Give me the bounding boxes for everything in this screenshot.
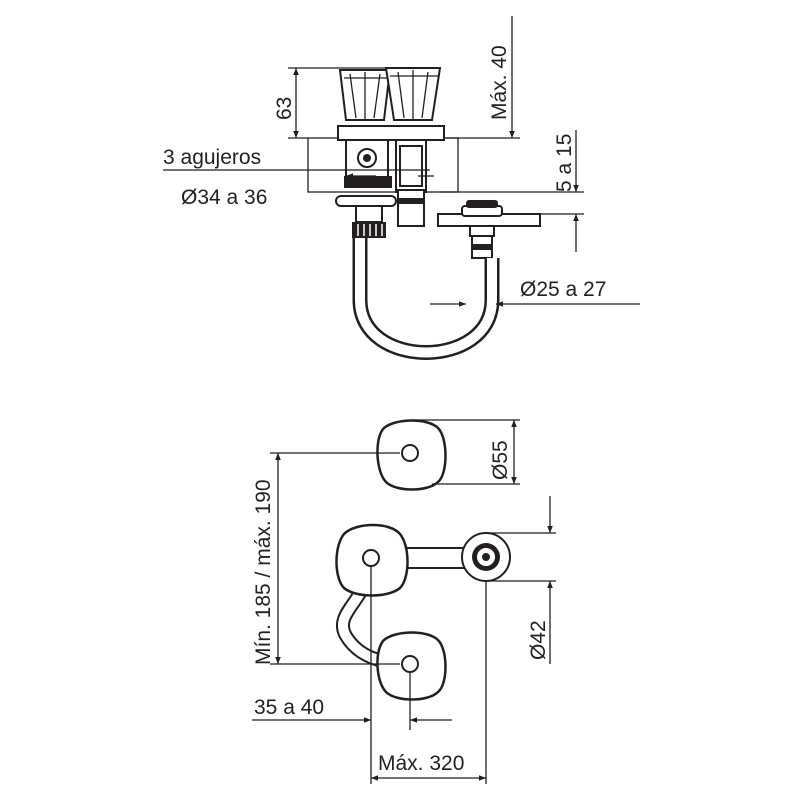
- left-handle: [338, 69, 392, 121]
- spray-outlet: [437, 200, 541, 259]
- left-valve-body: [335, 139, 397, 238]
- center-spout-body: [395, 139, 427, 227]
- plan-view: Ø55 Mín. 185 / máx. 190 Ø42 35 a 40 Máx.…: [252, 419, 556, 784]
- label-3-agujeros: 3 agujeros: [163, 146, 261, 169]
- spray-link: [397, 547, 471, 569]
- bottom-handle-plan: [376, 631, 447, 701]
- label-max-40: Máx. 40: [488, 45, 511, 120]
- handle-base: [337, 125, 445, 141]
- label-35-a-40: 35 a 40: [254, 696, 324, 719]
- label-min-max-185-190: Mín. 185 / máx. 190: [252, 479, 275, 665]
- label-dia-42: Ø42: [527, 620, 550, 660]
- label-dia-25-27: Ø25 a 27: [520, 278, 606, 301]
- label-5-a-15: 5 a 15: [553, 134, 576, 192]
- right-handle: [384, 67, 442, 121]
- flexible-hose: [352, 238, 500, 360]
- label-63: 63: [273, 97, 296, 120]
- top-handle-plan: [376, 419, 447, 491]
- spray-plan: [461, 532, 511, 582]
- center-handle-plan: [335, 523, 409, 597]
- label-max-320: Máx. 320: [378, 752, 464, 775]
- label-dia-55: Ø55: [489, 440, 512, 480]
- side-view: Máx. 40 63 3 agujeros Ø34 a 36 5 a 15 Ø2…: [163, 16, 640, 360]
- label-dia-34-36: Ø34 a 36: [181, 186, 267, 209]
